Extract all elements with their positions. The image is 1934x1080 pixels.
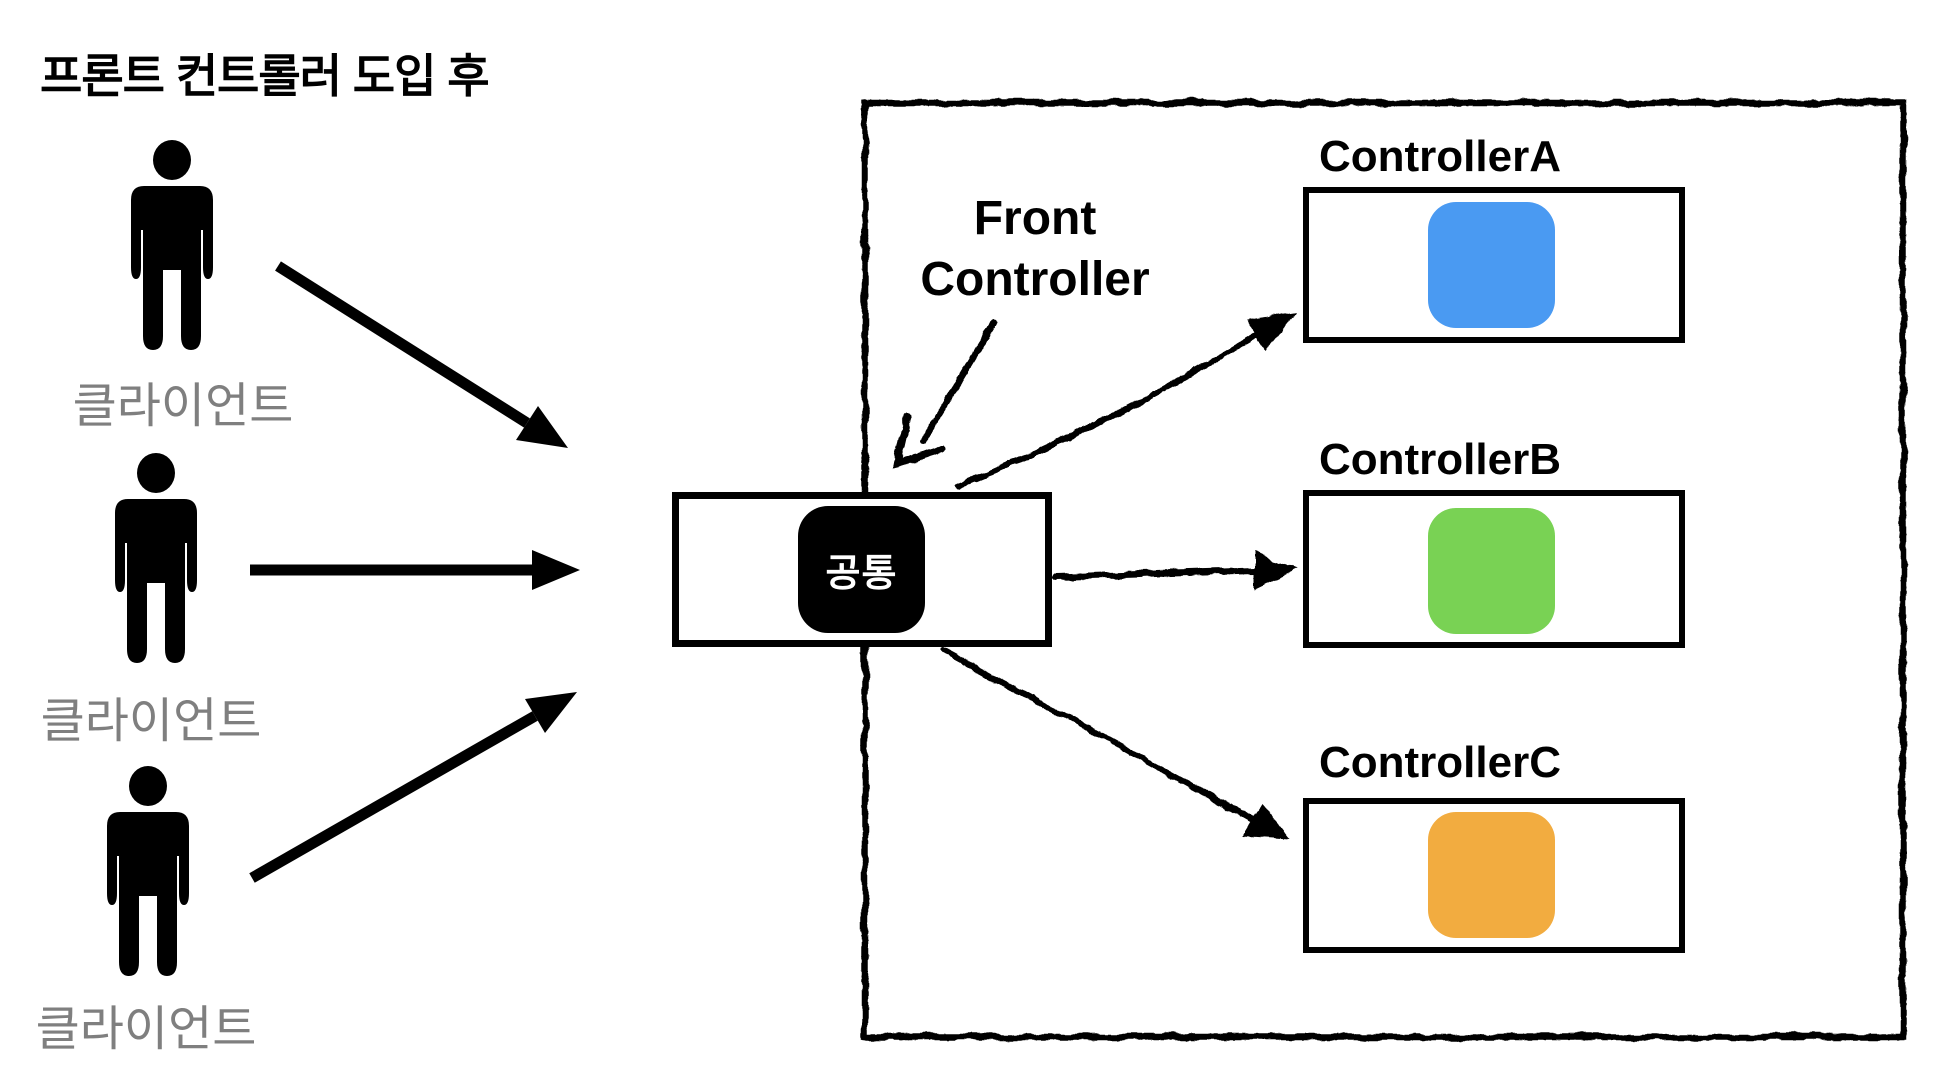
controller-b-badge xyxy=(1428,508,1555,634)
client-arrow-1 xyxy=(275,261,568,448)
client-label: 클라이언트 xyxy=(35,1003,257,1056)
page-title: 프론트 컨트롤러 도입 후 xyxy=(40,50,490,102)
controller-a-badge xyxy=(1428,202,1555,328)
client-label: 클라이언트 xyxy=(40,695,262,748)
dispatch-arrow-controller-b xyxy=(1053,552,1298,590)
client-request-arrows xyxy=(249,261,580,883)
front-controller-label: Front Controller xyxy=(878,188,1192,310)
client-arrow-3 xyxy=(249,692,577,883)
dispatch-arrow-controller-a xyxy=(955,312,1298,489)
person-icon xyxy=(115,453,197,663)
front-controller-label-line2: Controller xyxy=(920,253,1150,306)
dispatch-arrow-controller-c xyxy=(941,648,1290,839)
front-controller-label-line1: Front xyxy=(973,192,1097,245)
client-arrow-2 xyxy=(250,550,580,590)
person-icon xyxy=(131,140,213,350)
common-logic-badge: 공통 xyxy=(798,506,925,633)
client-label: 클라이언트 xyxy=(72,380,294,433)
controller-c-badge xyxy=(1428,812,1555,938)
controller-b-title: ControllerB xyxy=(1319,435,1561,484)
front-controller-pointer-arrow xyxy=(892,318,998,470)
controller-a-title: ControllerA xyxy=(1319,132,1561,181)
common-logic-badge-label: 공통 xyxy=(825,553,898,595)
controller-c-title: ControllerC xyxy=(1319,738,1561,787)
person-icon xyxy=(107,766,189,976)
